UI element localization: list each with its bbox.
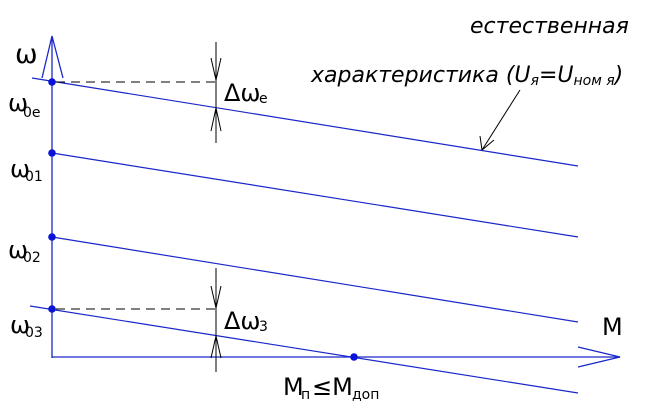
point-omega-02 xyxy=(48,233,56,241)
m-axis-label: M xyxy=(602,313,623,341)
caption-line-2-a: характеристика (U xyxy=(310,63,531,88)
delta-omega-e-arrow-top xyxy=(210,57,222,81)
natural-characteristic-line xyxy=(31,77,579,167)
omega-03-label: ω 03 xyxy=(10,311,43,341)
omega-0e-main: ω xyxy=(8,89,28,117)
omega-02-label: ω 02 xyxy=(8,236,41,266)
delta-omega-e-label: Δω e xyxy=(224,79,268,107)
delta-omega-e-sub: e xyxy=(259,91,268,107)
delta-omega-3-arrow-top xyxy=(210,285,222,309)
omega-02-sub: 02 xyxy=(23,250,41,266)
caption-leader xyxy=(479,89,521,151)
omega-0e-label: ω 0e xyxy=(8,89,41,121)
delta-omega-e-arrow-bottom xyxy=(210,107,222,132)
mp-main: M xyxy=(283,373,304,401)
points xyxy=(48,78,358,361)
delta-omega-3-main: Δω xyxy=(224,307,261,335)
delta-omega-3-sub: 3 xyxy=(259,319,268,335)
mp-dop: доп xyxy=(352,387,379,403)
caption-line-2-nom: ном я xyxy=(573,73,614,89)
m-axis-arrowhead xyxy=(577,346,621,368)
natural-characteristic-caption: естественная характеристика (Uя=Uном я) xyxy=(310,14,629,89)
caption-line-2-ya: я xyxy=(531,73,539,89)
mp-relation: ≤M xyxy=(312,373,353,401)
characteristic-line-02 xyxy=(51,236,579,323)
omega-01-sub: 01 xyxy=(25,169,43,185)
mp-sub: п xyxy=(301,387,310,403)
omega-01-label: ω 01 xyxy=(10,155,43,185)
omega-axis-label: ω xyxy=(15,39,38,70)
omega-0e-sub: 0e xyxy=(23,105,41,121)
characteristic-line-01 xyxy=(51,152,579,238)
point-omega-01 xyxy=(48,149,56,157)
delta-omega-3-arrow-bottom xyxy=(210,335,222,359)
delta-omega-e-main: Δω xyxy=(224,79,261,107)
delta-omega-e-dimension xyxy=(56,42,222,143)
point-omega-03 xyxy=(48,305,56,313)
omega-03-sub: 03 xyxy=(25,325,43,341)
omega-02-main: ω xyxy=(8,236,28,264)
point-omega-0e xyxy=(48,78,56,86)
delta-omega-3-label: Δω 3 xyxy=(224,307,268,335)
delta-omega-3-dimension xyxy=(56,268,222,372)
characteristic-lines xyxy=(29,77,579,394)
omega-03-main: ω xyxy=(10,311,30,339)
caption-line-2: характеристика (Uя=Uном я) xyxy=(310,63,623,89)
point-mp xyxy=(350,353,358,361)
caption-line-2-c: ) xyxy=(613,63,624,88)
mp-label: M п ≤M доп xyxy=(283,373,379,403)
caption-leader-line xyxy=(481,89,521,151)
caption-line-1: естественная xyxy=(470,14,629,39)
caption-line-2-b: =U xyxy=(539,63,574,88)
caption-leader-arrowhead xyxy=(479,135,495,151)
omega-01-main: ω xyxy=(10,155,30,183)
omega-axis-arrowhead xyxy=(41,35,64,79)
axes xyxy=(41,35,621,368)
characteristic-line-03 xyxy=(29,305,579,394)
